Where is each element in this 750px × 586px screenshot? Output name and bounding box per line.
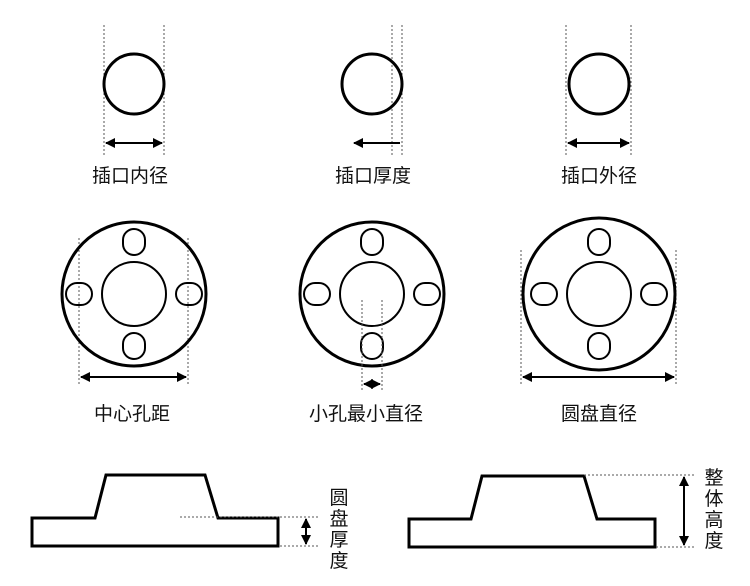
label-disc-thickness: 圆盘厚度 — [329, 487, 349, 572]
disc-thickness-figure — [30, 473, 318, 548]
socket-thickness-figure — [340, 25, 404, 155]
slot-hole — [530, 282, 558, 306]
socket-inner-diameter-figure — [102, 25, 166, 155]
disc-center-hole — [339, 261, 405, 327]
center-hole-distance-figure — [60, 220, 208, 385]
label-socket-thickness: 插口厚度 — [334, 165, 412, 187]
slot-hole — [122, 332, 146, 360]
slot-hole — [640, 282, 668, 306]
flange-profile — [30, 473, 280, 548]
label-small-hole-min-diameter: 小孔最小直径 — [308, 403, 424, 425]
disc-outer-circle — [60, 220, 208, 368]
label-center-hole-distance: 中心孔距 — [93, 403, 171, 425]
slot-hole — [413, 282, 441, 306]
overall-height-figure — [407, 474, 694, 549]
disc-outer-circle — [521, 216, 677, 372]
slot-hole — [587, 228, 611, 256]
disc-center-hole — [566, 261, 632, 327]
socket-circle — [567, 52, 631, 116]
small-hole-min-diameter-figure — [298, 220, 446, 392]
disc-center-hole — [101, 261, 167, 327]
label-socket-outer-diameter: 插口外径 — [560, 165, 638, 187]
slot-hole — [122, 228, 146, 256]
slot-hole — [587, 332, 611, 360]
slot-hole — [65, 282, 93, 306]
label-socket-inner-diameter: 插口内径 — [91, 165, 169, 187]
slot-hole — [360, 228, 384, 256]
socket-outer-diameter-figure — [565, 25, 632, 155]
socket-circle — [102, 52, 166, 116]
slot-hole — [303, 282, 331, 306]
disc-outer-circle — [298, 220, 446, 368]
slot-hole — [175, 282, 203, 306]
flange-profile — [407, 474, 657, 549]
label-overall-height: 整体高度 — [704, 467, 724, 552]
disc-diameter-figure — [520, 216, 677, 385]
slot-hole — [360, 332, 384, 360]
socket-circle — [340, 52, 404, 116]
label-disc-diameter: 圆盘直径 — [560, 403, 638, 425]
